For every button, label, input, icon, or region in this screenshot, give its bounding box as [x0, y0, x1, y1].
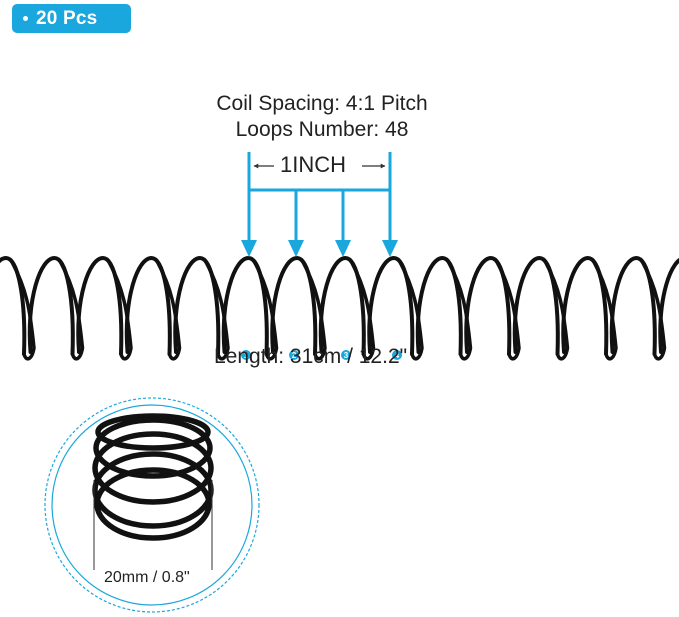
marker-3: [341, 350, 351, 360]
marker-1-label: 1: [244, 351, 249, 360]
coil-loop: [124, 255, 172, 356]
arrow-head-icon: [288, 240, 304, 257]
spiral-coil: [0, 255, 679, 361]
coil-loop: [658, 258, 679, 354]
marker-1: [241, 350, 251, 360]
marker-2-label: 2: [292, 351, 297, 360]
coil-strand: [543, 260, 570, 361]
marker-4-label: 4: [395, 351, 400, 360]
marker-2: [289, 350, 299, 360]
coil-loop: [464, 255, 512, 356]
length-label: Length: 31cm / 12.2": [214, 345, 408, 368]
coil-loop: [415, 255, 463, 356]
coil-strand: [349, 260, 376, 361]
marker-3-label: 3: [344, 351, 349, 360]
arrow-head-icon: [335, 240, 351, 257]
coil-loop: [318, 255, 366, 356]
quantity-badge-text: 20 Pcs: [36, 7, 98, 29]
quantity-badge: 20 Pcs: [12, 4, 131, 33]
coil-loop: [367, 255, 415, 356]
coil-loop: [270, 255, 318, 356]
pitch-label: 1INCH: [278, 152, 349, 178]
coil-strand: [592, 260, 618, 361]
coil-loop: [0, 255, 27, 356]
coil-strand: [252, 260, 279, 361]
coil-strand: [640, 260, 667, 361]
coil-strand: [204, 260, 230, 361]
coil-loop: [173, 255, 221, 356]
coil-loop: [27, 255, 75, 356]
coil-strand: [446, 260, 473, 361]
marker-4: [392, 350, 402, 360]
coil-end-detail: [44, 397, 260, 613]
coil-strand: [107, 260, 133, 361]
coil-strand: [495, 260, 521, 361]
coil-strand: [155, 260, 182, 361]
diameter-label: 20mm / 0.8": [102, 569, 192, 587]
arrow-head-icon: [241, 240, 257, 257]
coil-loop: [76, 255, 124, 356]
coil-loop: [609, 255, 657, 356]
loops-number-text: Loops Number: 48: [235, 118, 409, 141]
pitch-markers: 1 2 3 4: [241, 350, 402, 360]
pitch-arrows: [241, 152, 398, 257]
coil-loop: [221, 255, 269, 356]
coil-spacing-text: Coil Spacing: 4:1 Pitch: [216, 92, 428, 115]
bullet-dot-icon: [23, 16, 28, 21]
coil-loop: [512, 255, 560, 356]
coil-strand: [301, 260, 327, 361]
coil-loop: [561, 255, 609, 356]
coil-strand: [398, 260, 424, 361]
coil-strand: [10, 260, 36, 361]
arrow-head-icon: [382, 240, 398, 257]
coil-strand: [58, 260, 85, 361]
